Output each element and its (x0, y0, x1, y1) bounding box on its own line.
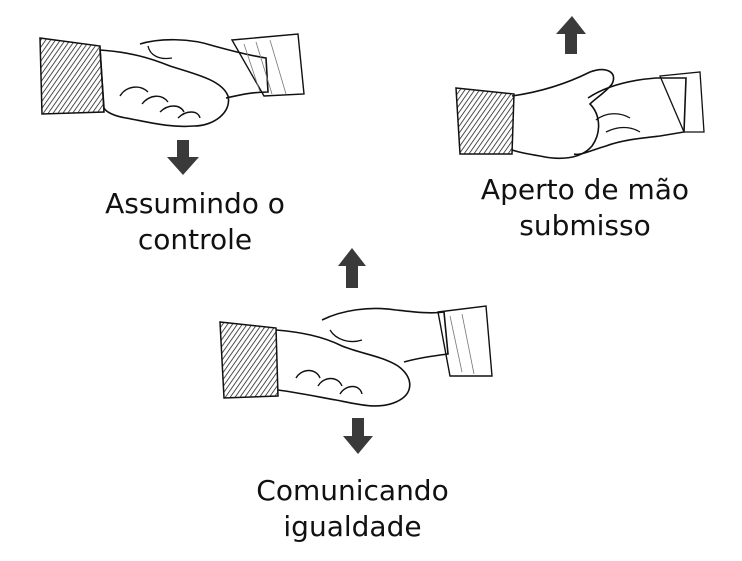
caption-line: igualdade (283, 510, 422, 543)
arrow-down-icon (167, 140, 199, 175)
caption-communicating-equality: Comunicando igualdade (245, 473, 460, 545)
handshake-submissive-illustration (455, 16, 705, 160)
arrow-down-icon (343, 418, 373, 454)
handshake-equality-illustration (219, 248, 493, 454)
caption-line: Assumindo o (105, 187, 285, 220)
handshake-control-illustration (39, 33, 305, 175)
arrow-up-icon (556, 16, 586, 54)
caption-line: controle (137, 223, 253, 256)
caption-taking-control: Assumindo o controle (95, 186, 295, 258)
caption-line: submisso (519, 209, 651, 242)
caption-line: Aperto de mão (480, 173, 690, 206)
caption-submissive-handshake: Aperto de mão submisso (470, 172, 700, 244)
arrow-up-icon (338, 248, 366, 288)
caption-line: Comunicando (256, 474, 449, 507)
